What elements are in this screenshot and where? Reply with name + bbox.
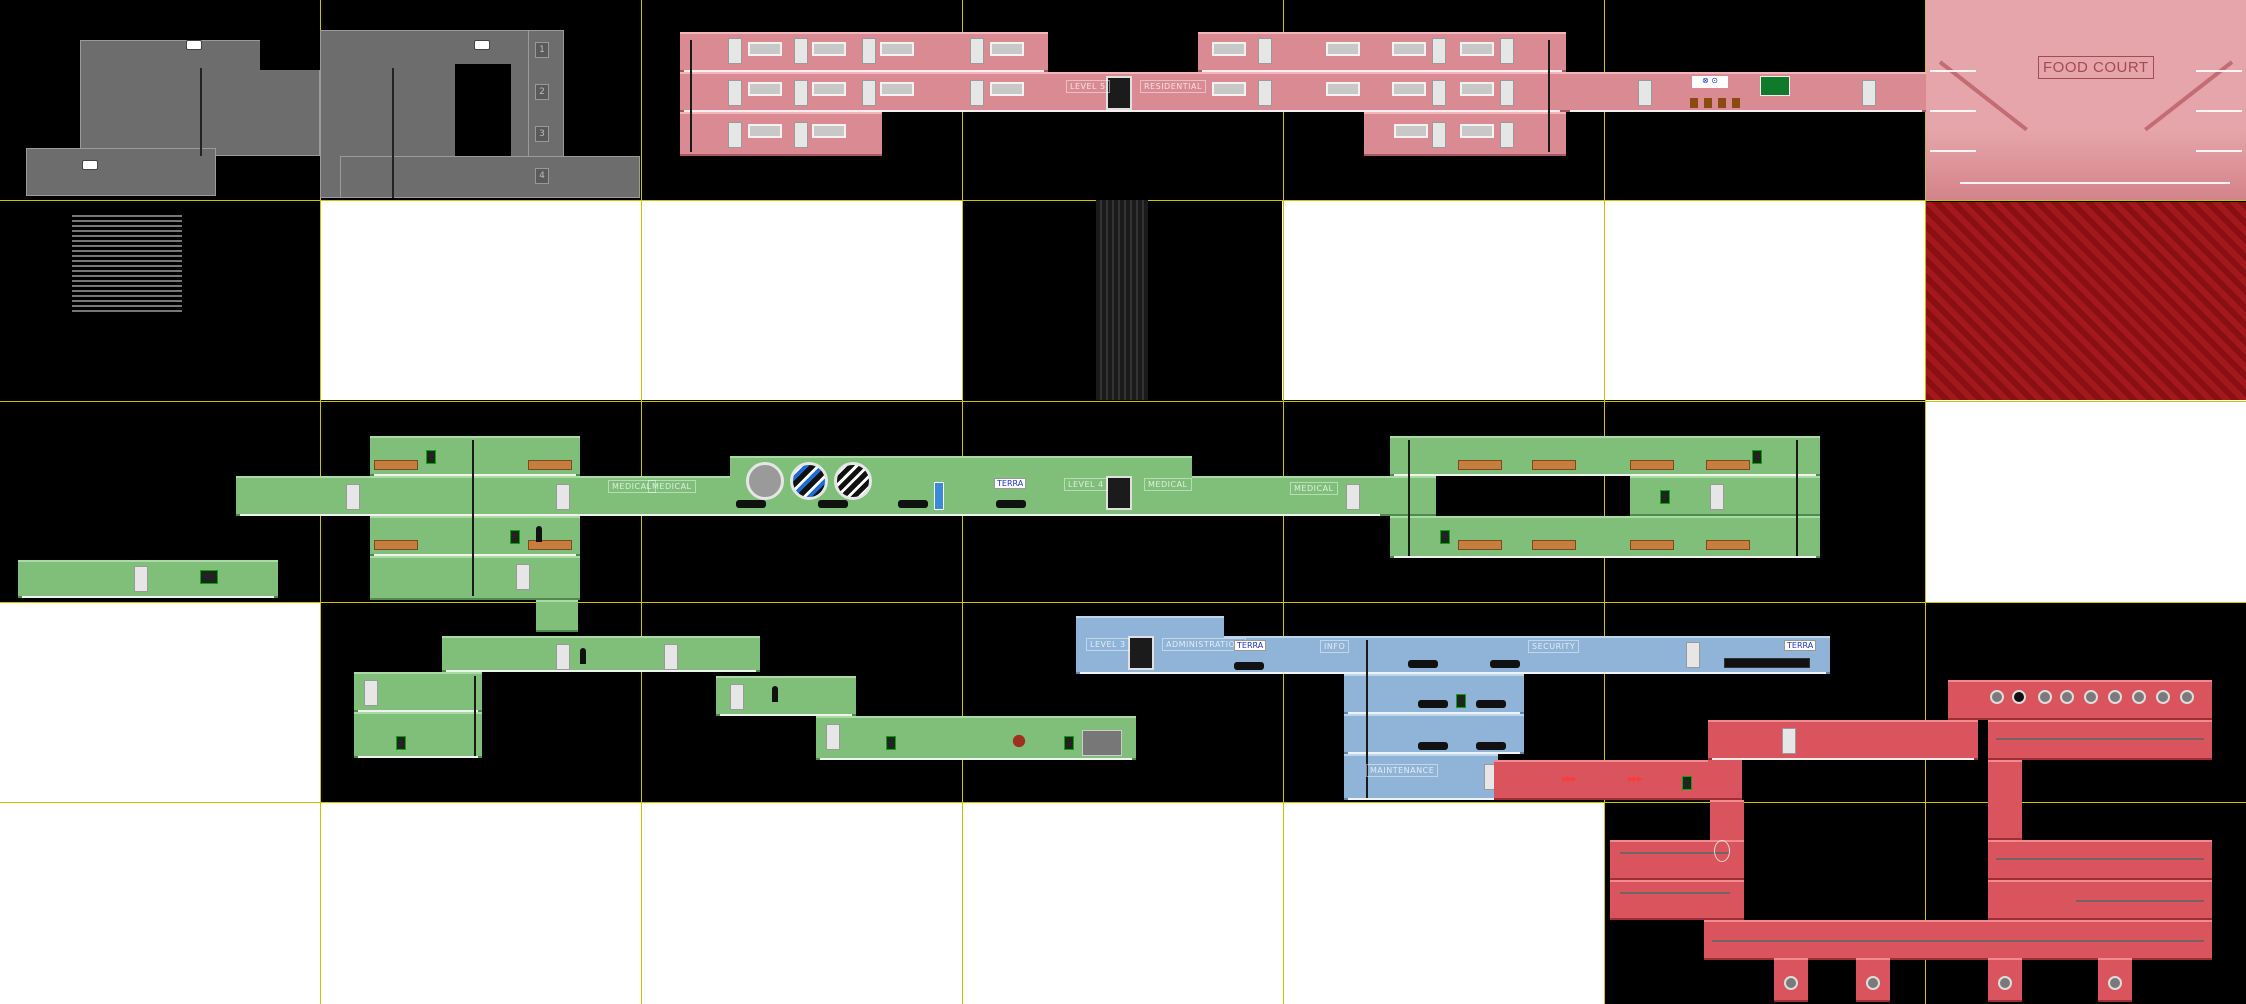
porthole-window [746,462,784,500]
zone-sign: MAINTENANCE [1366,764,1439,777]
machine-icon [1082,730,1122,756]
room-number: 3 [535,126,549,142]
zone-sign: MEDICAL [608,480,656,493]
room-number: 1 [535,42,549,58]
lava-area [1926,202,2246,400]
zone-sign: LEVEL 4 [1064,478,1108,491]
dead-tree-icon [1004,728,1034,754]
room-number: 4 [535,168,549,184]
chairs-icon [1690,98,1746,108]
tv-screen: TERRA [994,478,1027,489]
zone-sign: RESIDENTIAL [1140,80,1206,93]
zone-sign: MEDICAL [1144,478,1192,491]
poster-icon: ⊗ ⊙ [1692,76,1728,88]
room-number: 2 [535,84,549,100]
arrow-sign: ▸▸▸ [1562,772,1577,785]
ceiling-lamp-icon [474,40,490,50]
tv-screen: TERRA [1234,640,1267,651]
zone-sign: LEVEL 5 [1066,80,1110,93]
zone-sign: SECURITY [1528,640,1580,653]
chalkboard-icon [1760,76,1790,96]
npc-icon [536,526,542,542]
ceiling-lamp-icon [82,160,98,170]
elevator-shaft [1096,200,1148,400]
zone-sign: LEVEL 3 [1086,638,1130,651]
zone-sign: INFO [1320,640,1350,653]
zone-sign: MEDICAL [648,480,696,493]
robot-icon [1714,840,1730,862]
ceiling-lamp-icon [186,40,202,50]
npc-icon [772,686,778,702]
food-court-label: FOOD COURT [2038,56,2154,79]
arrow-sign: ▸▸▸ [1628,772,1643,785]
zone-sign: MEDICAL [1290,482,1338,495]
porthole-window [834,462,872,500]
porthole-window [790,462,828,500]
tv-screen: TERRA [1784,640,1817,651]
npc-icon [580,648,586,664]
elevator[interactable] [1128,636,1154,670]
vending-machine-icon [934,482,944,510]
elevator[interactable] [1106,476,1132,510]
elevator[interactable] [1106,76,1132,110]
